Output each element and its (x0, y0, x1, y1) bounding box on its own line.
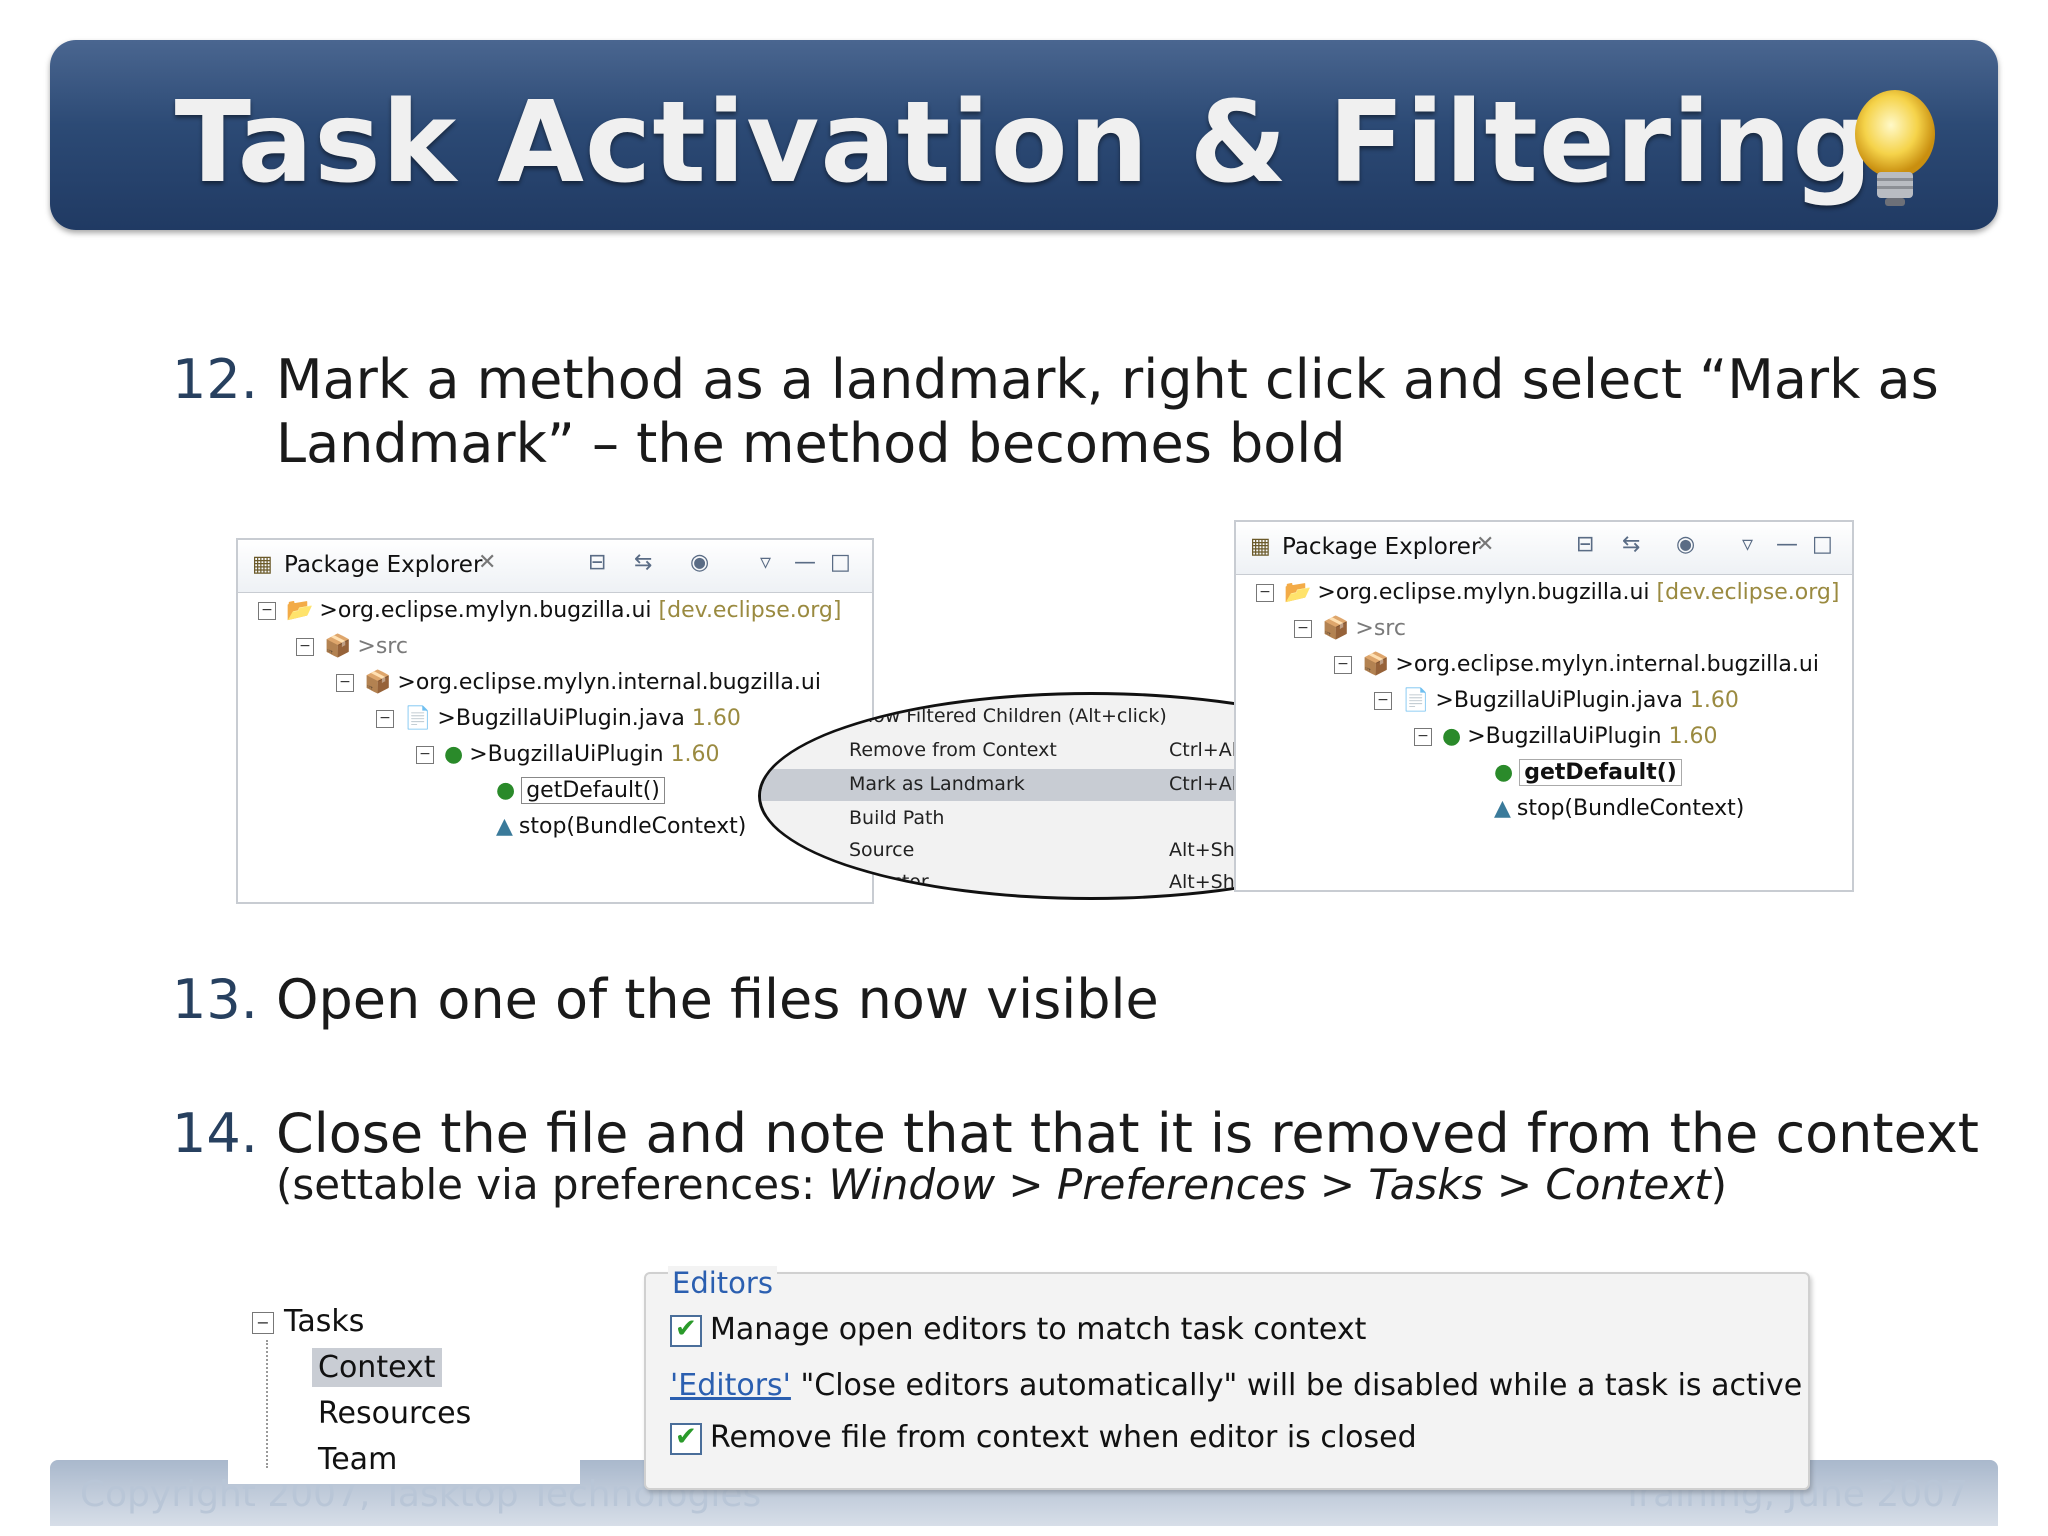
tree-project[interactable]: −📂>org.eclipse.mylyn.bugzilla.ui [dev.ec… (1256, 580, 1839, 605)
view-menu-icon[interactable]: ▿ (760, 550, 772, 575)
close-icon[interactable]: ✕ (478, 550, 497, 575)
tree-method-getdefault-landmark[interactable]: ●getDefault() (1494, 759, 1682, 786)
minimize-icon[interactable]: — (794, 550, 816, 575)
collapse-toggle-icon[interactable]: − (1294, 620, 1312, 638)
class-icon: ● (444, 742, 464, 767)
editors-link[interactable]: 'Editors' (670, 1368, 791, 1403)
step-13: 13.Open one of the files now visible (172, 968, 1159, 1031)
package-explorer-tab[interactable]: ▦ Package Explorer ✕ ⊟ ⇆ ◉ ▿ — □ (1236, 522, 1852, 575)
maximize-icon[interactable]: □ (1812, 532, 1833, 557)
preferences-tree: −Tasks Context Resources Team (228, 1288, 580, 1484)
editors-group: Editors Manage open editors to match tas… (644, 1266, 1810, 1490)
package-explorer-right: ▦ Package Explorer ✕ ⊟ ⇆ ◉ ▿ — □ −📂>org.… (1234, 520, 1854, 892)
view-menu-icon[interactable]: ▿ (1742, 532, 1754, 557)
collapse-toggle-icon[interactable]: − (1414, 728, 1432, 746)
collapse-toggle-icon[interactable]: − (252, 1311, 274, 1334)
source-folder-icon: 📦 (324, 634, 352, 659)
collapse-toggle-icon[interactable]: − (376, 710, 394, 728)
collapse-toggle-icon[interactable]: − (416, 746, 434, 764)
tree-project[interactable]: −📂>org.eclipse.mylyn.bugzilla.ui [dev.ec… (258, 598, 841, 623)
java-file-icon: 📄 (404, 706, 432, 731)
collapse-all-icon[interactable]: ⊟ (588, 550, 607, 575)
public-method-icon: ● (1494, 760, 1514, 785)
tree-method-stop[interactable]: ▲stop(BundleContext) (1494, 796, 1745, 821)
collapse-toggle-icon[interactable]: − (1374, 692, 1392, 710)
maximize-icon[interactable]: □ (830, 550, 851, 575)
public-method-icon: ● (496, 778, 516, 803)
tree-method-getdefault[interactable]: ●getDefault() (496, 777, 665, 804)
package-explorer-tab[interactable]: ▦ Package Explorer ✕ ⊟ ⇆ ◉ ▿ — □ (238, 540, 872, 593)
tree-method-stop[interactable]: ▲stop(BundleContext) (496, 814, 747, 839)
package-explorer-icon: ▦ (1250, 534, 1271, 559)
tree-guide-line (266, 1340, 269, 1468)
tree-package[interactable]: −📦>org.eclipse.mylyn.internal.bugzilla.u… (1334, 652, 1819, 677)
focus-on-task-icon[interactable]: ◉ (690, 550, 710, 575)
collapse-toggle-icon[interactable]: − (296, 638, 314, 656)
menu-item-show-filtered[interactable]: Show Filtered Children (Alt+click) (849, 705, 1167, 727)
collapse-toggle-icon[interactable]: − (1334, 656, 1352, 674)
remove-file-checkbox[interactable] (670, 1422, 702, 1455)
tree-file[interactable]: −📄>BugzillaUiPlugin.java 1.60 (1374, 688, 1739, 713)
tree-item-team[interactable]: Team (318, 1442, 398, 1477)
link-with-editor-icon[interactable]: ⇆ (1622, 532, 1641, 557)
tree-class[interactable]: −●>BugzillaUiPlugin 1.60 (416, 742, 720, 767)
close-icon[interactable]: ✕ (1476, 532, 1495, 557)
tree-item-tasks[interactable]: −Tasks (252, 1304, 364, 1339)
project-icon: 📂 (1284, 580, 1312, 605)
collapse-toggle-icon[interactable]: − (258, 602, 276, 620)
java-file-icon: 📄 (1402, 688, 1430, 713)
tree-package[interactable]: −📦>org.eclipse.mylyn.internal.bugzilla.u… (336, 670, 821, 695)
source-folder-icon: 📦 (1322, 616, 1350, 641)
collapse-toggle-icon[interactable]: − (1256, 584, 1274, 602)
package-explorer-left: ▦ Package Explorer ✕ ⊟ ⇆ ◉ ▿ — □ −📂>org.… (236, 538, 874, 904)
tree-file[interactable]: −📄>BugzillaUiPlugin.java 1.60 (376, 706, 741, 731)
tree-src[interactable]: −📦>src (1294, 616, 1406, 641)
class-icon: ● (1442, 724, 1462, 749)
step-12: 12.Mark a method as a landmark, right cl… (172, 348, 1939, 475)
tree-src[interactable]: −📦>src (296, 634, 408, 659)
step-14-note: (settable via preferences: Window > Pref… (276, 1160, 1728, 1209)
collapse-toggle-icon[interactable]: − (336, 674, 354, 692)
focus-on-task-icon[interactable]: ◉ (1676, 532, 1696, 557)
minimize-icon[interactable]: — (1776, 532, 1798, 557)
editors-note: 'Editors' "Close editors automatically" … (670, 1368, 1803, 1403)
tree-class[interactable]: −●>BugzillaUiPlugin 1.60 (1414, 724, 1718, 749)
link-with-editor-icon[interactable]: ⇆ (634, 550, 653, 575)
collapse-all-icon[interactable]: ⊟ (1576, 532, 1595, 557)
manage-editors-option[interactable]: Manage open editors to match task contex… (670, 1312, 1366, 1347)
method-icon: ▲ (496, 814, 513, 839)
package-icon: 📦 (364, 670, 392, 695)
package-icon: 📦 (1362, 652, 1390, 677)
title-banner: Task Activation & Filtering (50, 40, 1998, 230)
tree-item-resources[interactable]: Resources (318, 1396, 472, 1431)
project-icon: 📂 (286, 598, 314, 623)
tree-item-context[interactable]: Context (312, 1348, 442, 1387)
package-explorer-icon: ▦ (252, 552, 273, 577)
method-icon: ▲ (1494, 796, 1511, 821)
lightbulb-icon (1855, 90, 1935, 206)
slide-title: Task Activation & Filtering (174, 78, 1874, 208)
remove-file-option[interactable]: Remove file from context when editor is … (670, 1420, 1417, 1455)
manage-editors-checkbox[interactable] (670, 1314, 702, 1347)
step-14: 14.Close the file and note that that it … (172, 1102, 1979, 1165)
